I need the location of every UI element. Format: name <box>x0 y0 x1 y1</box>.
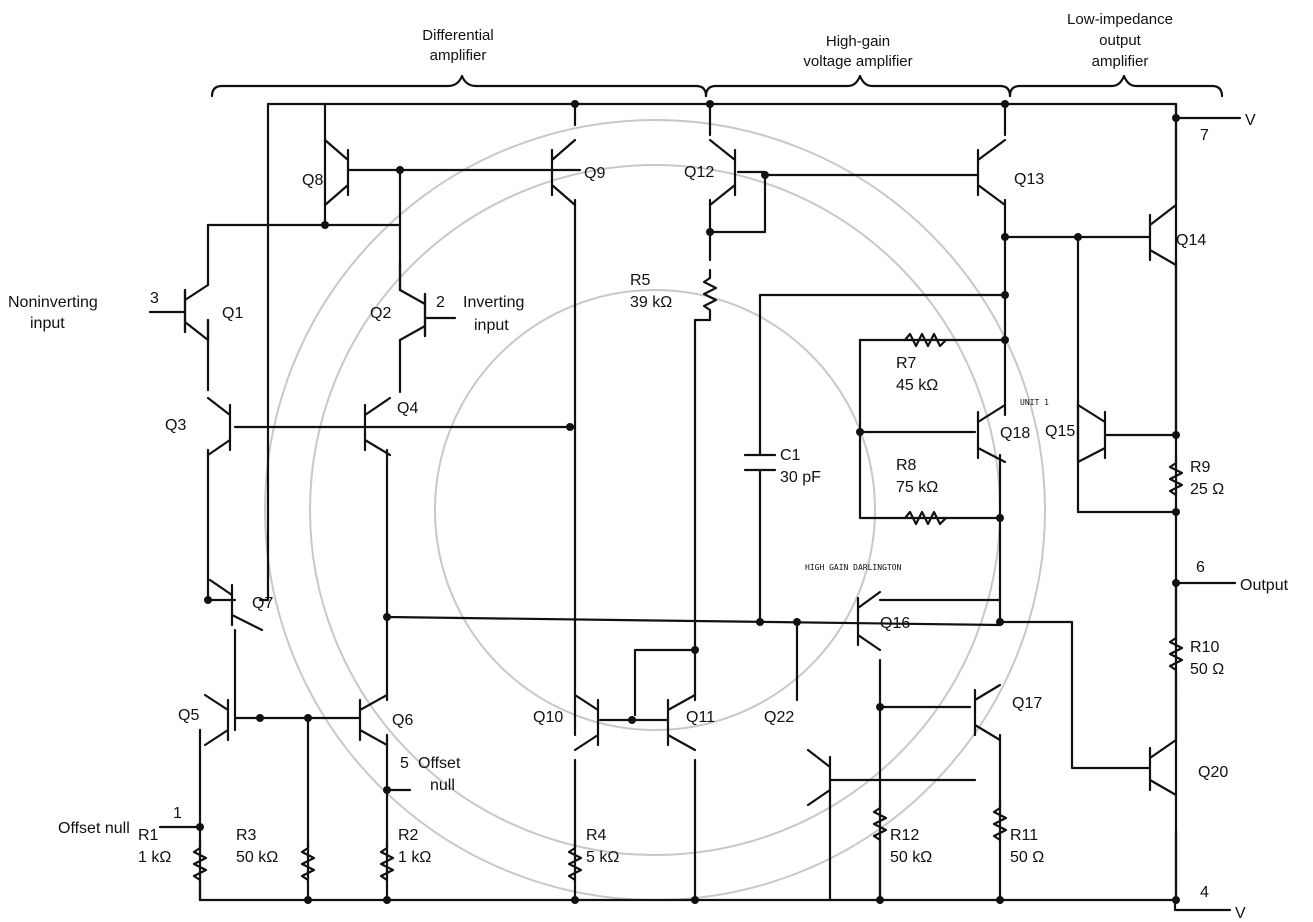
label-q22: Q22 <box>764 709 794 726</box>
label-r11-value: 50 Ω <box>1010 849 1044 866</box>
section-labels: Differential amplifier High-gain voltage… <box>422 11 1173 70</box>
label-r12-value: 50 kΩ <box>890 849 932 866</box>
resistor-r8 <box>903 510 948 526</box>
label-r5-value: 39 kΩ <box>630 294 672 311</box>
label-r1-value: 1 kΩ <box>138 849 171 866</box>
unit-note: UNIT 1 <box>1020 398 1049 407</box>
label-r5-name: R5 <box>630 272 651 289</box>
label-r4-value: 5 kΩ <box>586 849 619 866</box>
diff-amp-label-1: Differential <box>422 27 493 44</box>
li-amp-label-3: amplifier <box>1092 53 1149 70</box>
label-r11-name: R11 <box>1010 827 1038 844</box>
label-r8-name: R8 <box>896 457 917 474</box>
offset-null-5-label-2: null <box>430 777 455 794</box>
diff-amp-label-2: amplifier <box>430 47 487 64</box>
resistor-r11 <box>992 798 1008 842</box>
capacitor-c1 <box>743 453 777 472</box>
resistor-r3 <box>300 838 316 882</box>
junction-dots <box>196 100 1180 904</box>
label-q13: Q13 <box>1014 171 1044 188</box>
label-q2: Q2 <box>370 305 391 322</box>
resistor-r5 <box>702 268 718 322</box>
label-q6: Q6 <box>392 712 413 729</box>
label-q3: Q3 <box>165 417 186 434</box>
offset-null-5-label-1: Offset <box>418 755 461 772</box>
label-r7-name: R7 <box>896 355 917 372</box>
transistor-labels: Q1 Q2 Q3 Q4 Q5 Q6 Q7 Q8 Q9 Q10 Q11 Q12 Q… <box>165 164 1228 781</box>
darlington-note: HIGH GAIN DARLINGTON <box>805 563 902 572</box>
handwritten-notes: UNIT 1 HIGH GAIN DARLINGTON <box>805 398 1049 572</box>
pin-5: 5 <box>400 755 409 772</box>
label-q15: Q15 <box>1045 423 1075 440</box>
resistor-r12 <box>872 798 888 902</box>
label-r4-name: R4 <box>586 827 607 844</box>
label-q8: Q8 <box>302 172 323 189</box>
pin-7: 7 <box>1200 127 1209 144</box>
label-q17: Q17 <box>1012 695 1042 712</box>
label-c1-value: 30 pF <box>780 469 821 486</box>
label-r9-name: R9 <box>1190 459 1211 476</box>
supply-labels: V 7 V 4 <box>1200 112 1256 922</box>
vminus-label: V <box>1235 905 1246 922</box>
label-q7: Q7 <box>252 595 273 612</box>
label-q18: Q18 <box>1000 425 1030 442</box>
component-labels: R1 1 kΩ R3 50 kΩ R2 1 kΩ R4 5 kΩ R5 39 k… <box>138 272 1224 866</box>
label-r10-value: 50 Ω <box>1190 661 1224 678</box>
label-q11: Q11 <box>686 709 715 726</box>
li-amp-label-2: output <box>1099 32 1142 49</box>
pin-2: 2 <box>436 294 445 311</box>
label-r9-value: 25 Ω <box>1190 481 1224 498</box>
label-q5: Q5 <box>178 707 199 724</box>
offset-null-1-label: Offset null <box>58 820 130 837</box>
label-q14: Q14 <box>1176 232 1206 249</box>
pin-3: 3 <box>150 290 159 307</box>
hg-amp-label-2: voltage amplifier <box>803 53 912 70</box>
label-q4: Q4 <box>397 400 418 417</box>
section-brackets <box>210 74 1224 98</box>
label-r7-value: 45 kΩ <box>896 377 938 394</box>
pin-1: 1 <box>173 805 182 822</box>
pin-4: 4 <box>1200 884 1209 901</box>
resistor-r10 <box>1168 628 1184 692</box>
resistor-r4 <box>567 838 583 882</box>
label-q1: Q1 <box>222 305 243 322</box>
resistor-r2 <box>379 838 395 882</box>
label-r3-value: 50 kΩ <box>236 849 278 866</box>
inverting-label-2: input <box>474 317 509 334</box>
label-r3-name: R3 <box>236 827 257 844</box>
li-amp-label-1: Low-impedance <box>1067 11 1173 28</box>
pin-labels: 3 Noninverting input 2 Inverting input 1… <box>8 290 1289 837</box>
label-r2-name: R2 <box>398 827 419 844</box>
noninverting-label-1: Noninverting <box>8 294 98 311</box>
resistor-r1 <box>192 838 208 902</box>
label-q16: Q16 <box>880 615 910 632</box>
resistor-r9 <box>1168 453 1184 497</box>
resistor-symbols <box>192 268 1184 902</box>
label-r1-name: R1 <box>138 827 159 844</box>
inverting-label-1: Inverting <box>463 294 524 311</box>
pin-6: 6 <box>1196 559 1205 576</box>
label-q20: Q20 <box>1198 764 1228 781</box>
label-q9: Q9 <box>584 165 605 182</box>
seal-watermark <box>264 119 1046 901</box>
vplus-label: V <box>1245 112 1256 129</box>
hg-amp-label-1: High-gain <box>826 33 890 50</box>
resistor-r7 <box>903 332 948 348</box>
label-r2-value: 1 kΩ <box>398 849 431 866</box>
transistor-symbols <box>183 138 1178 807</box>
wiring <box>148 102 1242 912</box>
label-q12: Q12 <box>684 164 714 181</box>
label-r12-name: R12 <box>890 827 919 844</box>
label-r8-value: 75 kΩ <box>896 479 938 496</box>
output-label: Output <box>1240 577 1289 594</box>
noninverting-label-2: input <box>30 315 65 332</box>
label-r10-name: R10 <box>1190 639 1219 656</box>
label-q10: Q10 <box>533 709 563 726</box>
label-c1-name: C1 <box>780 447 801 464</box>
